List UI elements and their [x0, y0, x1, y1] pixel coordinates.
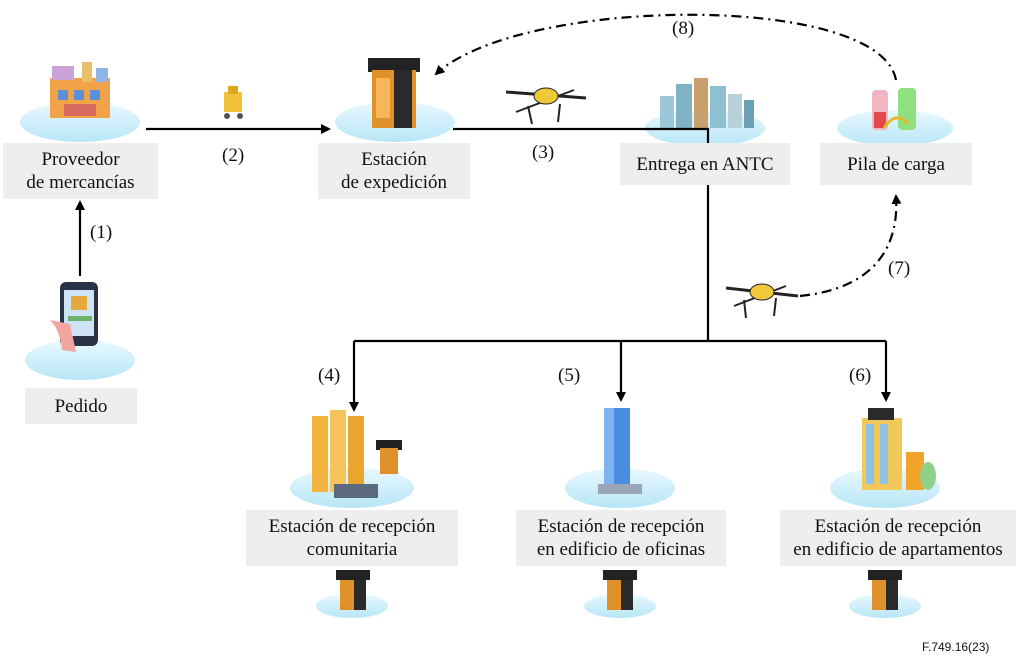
node-apartment-line-2: en edificio de apartamentos — [793, 539, 1003, 560]
node-apartment-line-1: Estación de recepción — [814, 516, 982, 537]
node-antc: Entrega en ANTC — [620, 143, 790, 185]
arrow-step-8 — [434, 13, 898, 81]
charging-pile-icon — [872, 88, 916, 130]
node-order: Pedido — [25, 388, 137, 424]
step-label-6: (6) — [849, 365, 872, 386]
factory-icon — [50, 62, 110, 118]
step-label-8: (8) — [672, 18, 695, 39]
node-office-line-2: en edificio de oficinas — [536, 539, 706, 560]
node-dispatch: Estación de expedición — [318, 143, 470, 199]
node-dispatch-line-1: Estación — [361, 149, 427, 170]
step-label-2: (2) — [222, 145, 245, 166]
step-label-4: (4) — [318, 365, 341, 386]
dispatch-locker-icon — [368, 58, 420, 128]
node-office-line-1: Estación de recepción — [537, 516, 705, 537]
node-office: Estación de recepción en edificio de ofi… — [516, 510, 726, 566]
step-label-7: (7) — [888, 258, 911, 279]
node-supplier: Proveedor de mercancías — [3, 143, 158, 199]
step-label-5: (5) — [558, 365, 581, 386]
drone-icon — [505, 87, 587, 125]
step-label-1: (1) — [90, 222, 113, 243]
node-antc-line-1: Entrega en ANTC — [636, 153, 774, 175]
node-dispatch-line-2: de expedición — [340, 172, 448, 193]
node-apartment: Estación de recepción en edificio de apa… — [780, 510, 1016, 566]
figure-code: F.749.16(23) — [922, 640, 990, 654]
drone-icon — [725, 283, 799, 319]
connectors — [75, 13, 902, 412]
node-charger: Pila de carga — [820, 143, 972, 185]
node-supplier-line-1: Proveedor — [41, 149, 120, 170]
node-community-line-1: Estación de recepción — [268, 516, 436, 537]
apartment-building-icon — [862, 408, 936, 490]
step-label-3: (3) — [532, 142, 555, 163]
office-tower-icon — [598, 408, 642, 494]
city-icon — [660, 78, 754, 128]
node-community-line-2: comunitaria — [306, 539, 398, 560]
node-charger-line-1: Pila de carga — [847, 153, 945, 175]
community-buildings-icon — [312, 410, 402, 498]
locker-icon — [336, 570, 370, 610]
phone-order-icon — [50, 282, 98, 352]
node-supplier-line-2: de mercancías — [26, 172, 135, 193]
locker-icon — [868, 570, 902, 610]
node-order-line-1: Pedido — [54, 395, 108, 417]
arrow-step-7 — [799, 194, 902, 298]
delivery-robot-icon — [224, 86, 243, 119]
node-community: Estación de recepción comunitaria — [246, 510, 458, 566]
arrow-step-3 — [453, 127, 710, 341]
locker-icon — [603, 570, 637, 610]
